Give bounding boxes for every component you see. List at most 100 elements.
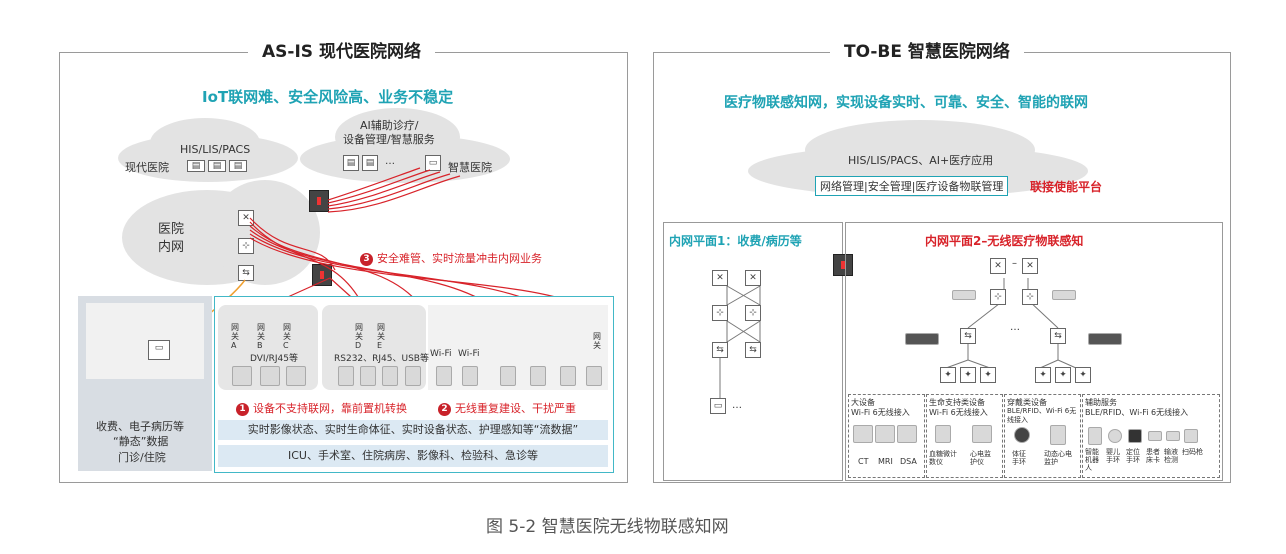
cat4-item-4: 患者床卡 — [1146, 448, 1160, 464]
plane2-core-dash: – — [1012, 258, 1017, 269]
computer-icon-ai: ▭ — [425, 155, 441, 171]
departments-strip: ICU、手术室、住院病房、影像科、检验科、急诊等 — [218, 445, 608, 467]
ap-icon-2: ✦ — [960, 367, 976, 383]
gateway-b: 网关B — [257, 323, 265, 350]
cat4-item-5: 输液检测 — [1164, 448, 1178, 464]
tobe-title: TO-BE 智慧医院网络 — [830, 42, 1024, 62]
cat3-item-2: 动态心电监护 — [1044, 450, 1072, 466]
robot-icon — [1088, 427, 1102, 445]
plane1-ellipsis: … — [732, 400, 742, 411]
cat2-item-1: 血糖微计数仪 — [929, 450, 957, 466]
cloud-ai-line1: AI辅助诊疗/ — [360, 119, 419, 132]
medical-device-12 — [560, 366, 576, 386]
server-icon-ai-1: ▤ — [343, 155, 359, 171]
gateway-f: 网关 — [593, 332, 601, 350]
stream-data-strip: 实时影像状态、实时生命体征、实时设备状态、护理感知等“流数据” — [218, 420, 608, 440]
red-traffic-lines — [188, 167, 581, 330]
plane1-links — [719, 285, 761, 400]
cloud-ai-ellipsis: … — [385, 156, 395, 167]
plane2-ellipsis: … — [1010, 322, 1020, 333]
plane1-core-switch-2: ✕ — [745, 270, 761, 286]
poe-switch-1 — [905, 333, 939, 345]
plane1-router-1: ⊹ — [712, 305, 728, 321]
platform-box: 网络管理|安全管理|医疗设备物联管理 — [815, 176, 1009, 196]
poe-switch-2 — [1088, 333, 1122, 345]
router-icon: ⊹ — [238, 238, 254, 254]
platform-label: 联接使能平台 — [1030, 180, 1103, 194]
plane2-switch-1: ⇆ — [960, 328, 976, 344]
dsa-device-icon — [897, 425, 917, 443]
cat4-sub: BLE/RFID、Wi-Fi 6无线接入 — [1085, 408, 1189, 417]
cat3-item-1: 体征手环 — [1012, 450, 1026, 466]
firewall-icon-top — [309, 190, 329, 212]
ap-controller-1 — [952, 290, 976, 300]
plane1-switch-1: ⇆ — [712, 342, 728, 358]
server-icon-3: ▤ — [229, 160, 247, 172]
bed-card-icon — [1148, 431, 1162, 441]
issue2-text: 2 无线重复建设、干扰严重 — [438, 400, 576, 416]
static-data-line1: 收费、电子病历等 — [96, 420, 184, 433]
intranet-line1: 医院 — [158, 222, 185, 237]
plane2-core-switch-1: ✕ — [990, 258, 1006, 274]
gateway-e: 网关E — [377, 323, 385, 350]
cat1-box — [848, 394, 925, 478]
cat4-title: 辅助服务 — [1085, 398, 1117, 407]
cat1-sub: Wi-Fi 6无线接入 — [851, 408, 910, 417]
cloud-tobe-puff — [805, 120, 1035, 180]
plane2-core-switch-2: ✕ — [1022, 258, 1038, 274]
plane1-box — [663, 222, 843, 481]
baby-band-icon — [1108, 429, 1122, 443]
badge-3: 3 — [360, 252, 373, 266]
gw-group2-note: RS232、RJ45、USB等 — [334, 354, 429, 364]
medical-device-9 — [462, 366, 478, 386]
plane1-router-2: ⊹ — [745, 305, 761, 321]
cloud-his-label: HIS/LIS/PACS — [180, 143, 251, 156]
cat2-title: 生命支持类设备 — [929, 398, 985, 407]
ap-icon-1: ✦ — [940, 367, 956, 383]
badge-1: 1 — [236, 402, 249, 416]
gw-group1-note: DVI/RJ45等 — [250, 354, 298, 364]
medical-device-7 — [405, 366, 421, 386]
static-area-inner — [86, 303, 204, 379]
medical-device-8 — [436, 366, 452, 386]
badge-2: 2 — [438, 402, 451, 416]
cat4-item-1: 智能机器人 — [1085, 448, 1099, 472]
asis-title: AS-IS 现代医院网络 — [248, 42, 435, 62]
infusion-icon — [1166, 431, 1180, 441]
medical-device-5 — [360, 366, 376, 386]
wristband-icon — [1014, 427, 1030, 443]
tobe-headline: 医疗物联感知网，实现设备实时、可靠、安全、智能的联网 — [724, 95, 1088, 111]
cloud-modern-puff — [150, 118, 260, 168]
medical-device-6 — [382, 366, 398, 386]
wifi-label-1: Wi-Fi — [430, 349, 452, 359]
server-icon: ▤ — [187, 160, 205, 172]
plane1-switch-2: ⇆ — [745, 342, 761, 358]
server-icon-2: ▤ — [208, 160, 226, 172]
gateway-a: 网关A — [231, 323, 239, 350]
wifi-label-2: Wi-Fi — [458, 349, 480, 359]
tobe-cloud-his: HIS/LIS/PACS、AI+医疗应用 — [848, 154, 994, 167]
static-data-line2: “静态”数据 — [113, 435, 169, 448]
medical-device-13 — [586, 366, 602, 386]
ap-icon-3: ✦ — [980, 367, 996, 383]
cat2-box — [926, 394, 1003, 478]
cloud-ai-line2: 设备管理/智慧服务 — [343, 133, 435, 146]
plane2-router-1: ⊹ — [990, 289, 1006, 305]
plane1-title: 内网平面1：收费/病历等 — [669, 234, 802, 248]
plane1-core-switch-1: ✕ — [712, 270, 728, 286]
cat4-item-6: 扫码枪 — [1182, 448, 1203, 456]
plane2-switch-2: ⇆ — [1050, 328, 1066, 344]
gateway-d: 网关D — [355, 323, 363, 350]
plane2-box — [845, 222, 1223, 481]
holter-icon — [1050, 425, 1066, 445]
access-switch-icon: ⇆ — [238, 265, 254, 281]
cat1-title: 大设备 — [851, 398, 875, 407]
cloud-intranet-puff — [210, 180, 320, 285]
intranet-line2: 内网 — [158, 240, 185, 255]
cat1-item-1: CT — [858, 457, 869, 466]
issue2-label: 无线重复建设、干扰严重 — [455, 402, 576, 415]
computer-icon: ▭ — [148, 340, 170, 360]
server-icon-ai-2: ▤ — [362, 155, 378, 171]
